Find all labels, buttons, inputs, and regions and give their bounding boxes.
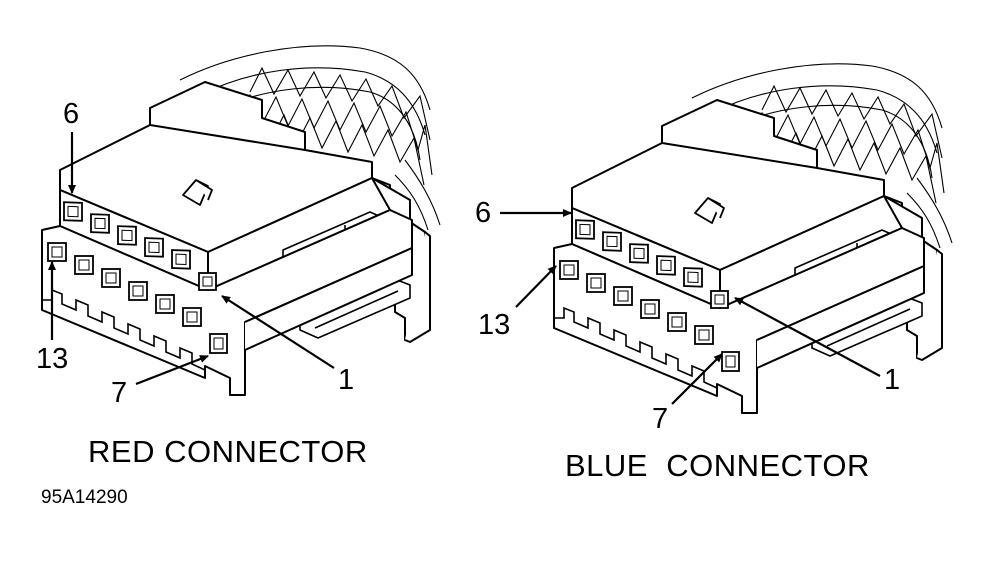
red-pin-13-label: 13 [36,343,69,375]
red-pin7-leader [135,354,209,386]
blue-pin-13-label: 13 [478,309,511,341]
red-connector-caption: RED CONNECTOR [88,434,368,469]
red-pin-1-label: 1 [338,364,355,396]
blue-pin7-leader [671,353,723,405]
blue-pin-6-label: 6 [475,197,492,229]
red-connector-drawing [41,44,441,397]
blue-connector-caption: BLUE CONNECTOR [565,448,870,483]
blue-pin1-leader [734,297,881,377]
figure-id: 95A14290 [41,487,128,508]
red-pin-7-label: 7 [111,377,128,409]
blue-pin-1-label: 1 [884,364,901,396]
red-pin-6-label: 6 [63,98,80,130]
blue-connector-leaders [500,209,881,405]
blue-pin-7-label: 7 [652,403,669,435]
blue-pin13-leader [515,265,557,308]
blue-connector-drawing [553,62,953,415]
red-pin1-leader [221,295,335,369]
